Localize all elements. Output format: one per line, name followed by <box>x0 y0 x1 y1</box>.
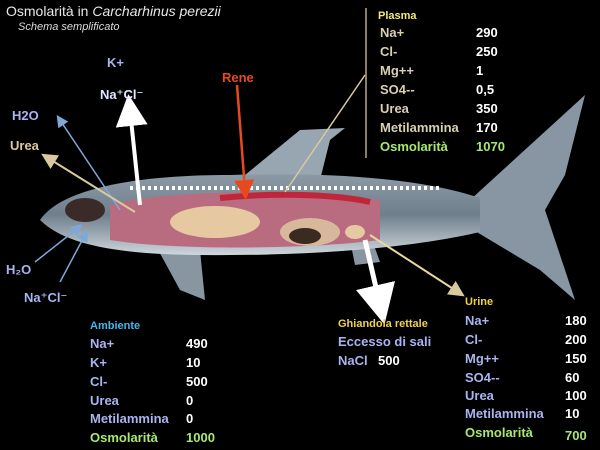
plasma-row-value: 170 <box>476 120 498 135</box>
ambiente-row-name: Metilammina <box>90 411 169 426</box>
urine-row-value: 60 <box>565 370 580 385</box>
plasma-row-value: 290 <box>476 25 498 40</box>
arrow-urine <box>369 234 465 297</box>
plasma-table: Plasma <box>378 10 417 22</box>
ghiandola-nacl-label: NaCl <box>338 353 368 368</box>
label-h2o-bottom: H₂O <box>6 262 32 277</box>
plasma-row-value: 350 <box>476 101 498 116</box>
plasma-osmolarita-name: Osmolarità <box>380 139 448 154</box>
urine-row-name: Urea <box>465 388 494 403</box>
plasma-row-name: Metilammina <box>380 120 459 135</box>
urine-osmolarita-name: Osmolarità <box>465 425 533 440</box>
arrow-nacl-in <box>59 229 88 283</box>
urine-row-value: 100 <box>565 388 587 403</box>
ambiente-row-value: 0 <box>186 393 194 408</box>
urine-title: Urine <box>465 296 494 308</box>
urine-row-value: 150 <box>565 351 587 366</box>
ghiandola-line1: Eccesso di sali <box>338 334 432 349</box>
tail-fin <box>470 95 585 300</box>
plasma-row-name: Urea <box>380 101 409 116</box>
urine-row-name: Cl- <box>465 332 483 347</box>
ambiente-row-value: 10 <box>186 355 201 370</box>
title-species: Carcharhinus perezii <box>92 3 221 19</box>
urine-row-value: 10 <box>565 406 580 421</box>
liver <box>170 206 260 238</box>
label-k-plus: K+ <box>107 55 124 70</box>
plasma-title: Plasma <box>378 10 417 22</box>
label-rene: Rene <box>222 70 254 85</box>
label-nacl-top: Na⁺Cl⁻ <box>100 87 144 102</box>
plasma-row-name: SO4-- <box>380 82 415 97</box>
arrow-urea-out <box>41 153 136 213</box>
diagram-subtitle: Schema semplificato <box>18 21 120 33</box>
urine-row-name: Na+ <box>465 313 490 328</box>
ghiandola-title: Ghiandola rettale <box>338 318 428 330</box>
diagram-title: Osmolarità in Carcharhinus perezii <box>6 3 221 19</box>
arrow-rectal-gland <box>356 239 395 325</box>
title-prefix: Osmolarità in <box>6 3 93 19</box>
urine-row-value: 180 <box>565 313 587 328</box>
urine-row-name: Mg++ <box>465 351 499 366</box>
ghiandola-nacl-value: 500 <box>378 353 400 368</box>
plasma-row-name: Cl- <box>380 44 398 59</box>
label-nacl-bottom: Na⁺Cl⁻ <box>24 290 68 305</box>
arrow-nacl-out <box>115 94 148 206</box>
urine-row-value: 200 <box>565 332 587 347</box>
ambiente-title: Ambiente <box>90 320 141 332</box>
rectal-gland <box>345 225 365 239</box>
ambiente-row-value: 0 <box>186 411 194 426</box>
ambiente-row-value: 500 <box>186 374 208 389</box>
urine-row-name: SO4-- <box>465 370 500 385</box>
ambiente-row-value: 490 <box>186 336 208 351</box>
label-h2o-top: H2O <box>12 108 39 123</box>
plasma-osmolarita-value: 1070 <box>476 139 505 154</box>
arrow-h2o-out <box>56 115 121 211</box>
plasma-row-value: 0,5 <box>476 82 495 97</box>
urine-row-name: Metilammina <box>465 406 544 421</box>
urine-osmolarita-value: 700 <box>565 428 587 443</box>
plasma-row-value: 1 <box>476 63 484 78</box>
plasma-row-value: 250 <box>476 44 498 59</box>
arrow-rene <box>234 84 255 200</box>
plasma-row-name: Na+ <box>380 25 405 40</box>
plasma-row-name: Mg++ <box>380 63 414 78</box>
ambiente-row-name: K+ <box>90 355 107 370</box>
ambiente-row-name: Cl- <box>90 374 108 389</box>
ambiente-osmolarita-value: 1000 <box>186 430 215 445</box>
gills <box>65 198 105 222</box>
plasma-pointer <box>284 74 366 193</box>
ambiente-row-name: Urea <box>90 393 119 408</box>
arrow-h2o-in <box>34 224 83 263</box>
spiral-valve <box>289 228 321 244</box>
dorsal-fin <box>245 128 345 180</box>
ambiente-osmolarita-name: Osmolarità <box>90 430 158 445</box>
label-urea-left: Urea <box>10 138 39 153</box>
ambiente-row-name: Na+ <box>90 336 115 351</box>
